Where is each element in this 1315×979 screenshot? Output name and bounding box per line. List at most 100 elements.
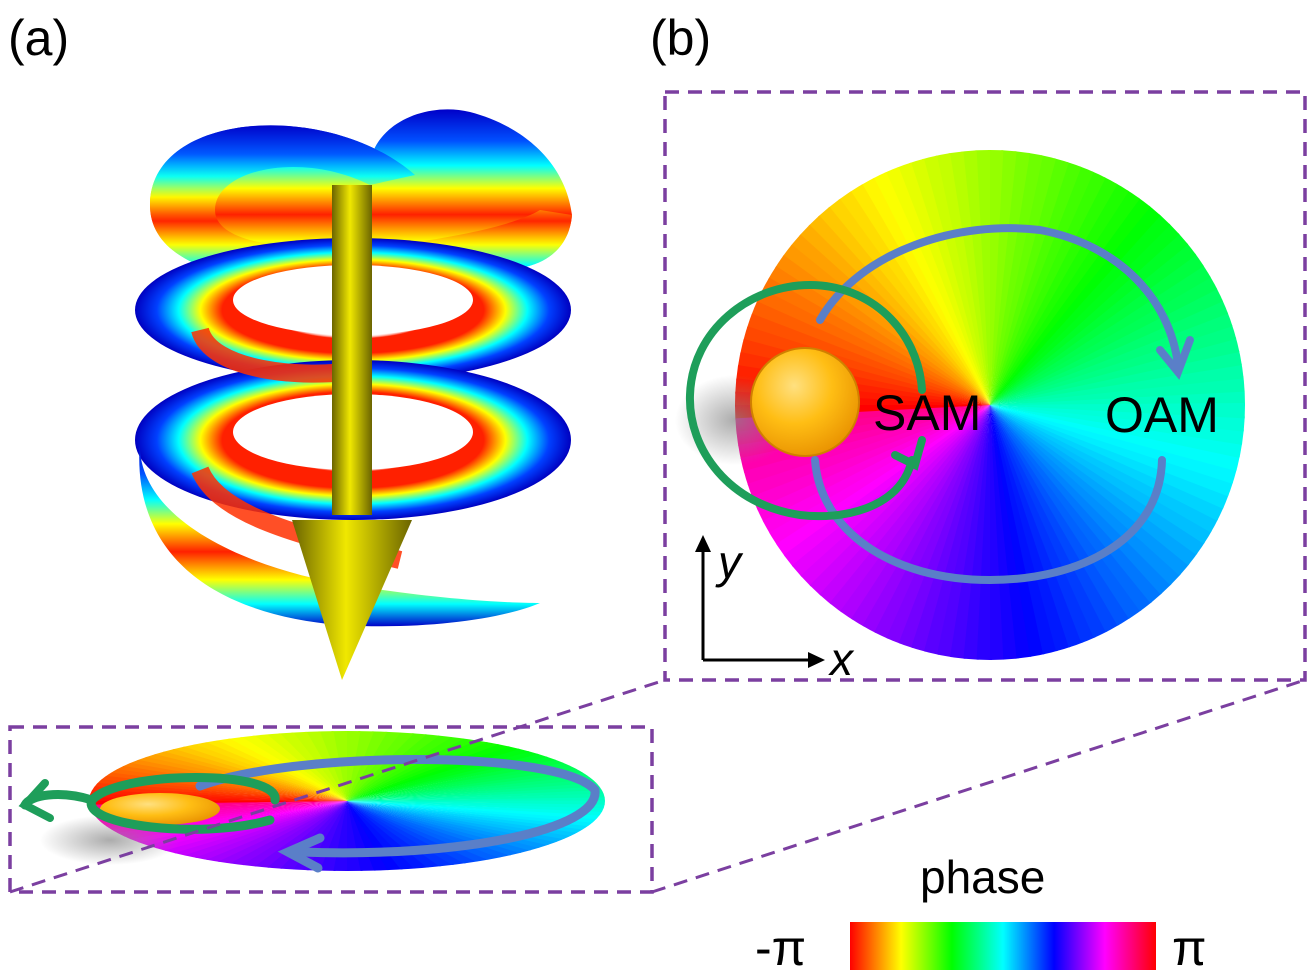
axis-x-label: x — [828, 633, 855, 685]
phase-wedge — [739, 264, 990, 405]
phase-wedge — [975, 405, 993, 660]
phase-wedge — [347, 801, 605, 813]
phase-wedge — [811, 178, 990, 405]
phase-wedge — [259, 801, 347, 871]
phase-wedge — [347, 736, 514, 801]
phase-wedge — [990, 405, 1241, 546]
phase-wedge — [347, 801, 491, 870]
phase-wedge — [990, 405, 1120, 660]
phase-wedge — [317, 801, 347, 871]
phase-wedge — [990, 150, 1020, 405]
phase-wedge — [146, 801, 347, 859]
phase-wedge — [875, 405, 990, 660]
phase-wedge — [347, 769, 605, 801]
phase-wedge — [990, 154, 1131, 405]
phase-wedge — [837, 405, 990, 649]
phase-wedge — [347, 734, 502, 801]
phase-wedge — [990, 238, 1226, 405]
phase-wedge — [990, 262, 1240, 405]
phase-wedge — [990, 405, 1227, 570]
phase-wedge — [990, 405, 1145, 648]
phase-wedge — [990, 150, 1118, 405]
phase-wedge — [990, 288, 1245, 405]
phase-wedge — [990, 405, 1245, 492]
oam-arrow-small — [195, 754, 600, 858]
phase-wedge — [835, 162, 990, 405]
oam-label: OAM — [1105, 387, 1219, 443]
phase-wedge — [990, 405, 1245, 435]
phase-wedge — [347, 801, 605, 809]
phase-wedge — [990, 405, 1245, 449]
phase-wedge — [990, 405, 1133, 655]
phase-wedge — [231, 801, 347, 871]
phase-wedge — [889, 405, 990, 660]
phase-wedge — [245, 801, 347, 871]
phase-wedge — [746, 252, 990, 405]
colorbar-max-label: π — [1172, 920, 1207, 976]
panel-a-label: (a) — [8, 10, 69, 66]
phase-wedge — [990, 195, 1189, 405]
phase-wedge — [987, 150, 1005, 405]
phase-wedge — [347, 800, 605, 805]
axes: y x — [695, 535, 855, 685]
phase-wedge — [990, 405, 1245, 464]
phase-wedge — [990, 405, 1245, 533]
phase-wedge — [990, 226, 1217, 405]
colorbar-min-label: -π — [755, 920, 806, 976]
phase-wedge — [990, 150, 1105, 405]
sam-label: SAM — [873, 385, 981, 441]
phase-wedge — [754, 405, 990, 572]
phase-wedge — [347, 801, 504, 868]
colorbar-title: phase — [920, 851, 1045, 903]
phase-wedge — [990, 405, 1107, 660]
sam-arrow — [685, 280, 926, 521]
phase-wedge — [735, 405, 990, 535]
phase-wedge — [823, 169, 990, 405]
phase-wedge — [347, 740, 537, 801]
phase-wedge — [735, 277, 990, 405]
particle-small — [100, 793, 220, 825]
phase-wedge — [990, 150, 1091, 405]
helix-tail — [139, 440, 540, 627]
phase-wedge — [347, 731, 449, 801]
phase-wedge — [781, 405, 990, 605]
phase-wedge — [990, 150, 1063, 405]
colorbar-gradient — [850, 922, 1156, 970]
phase-wedge — [168, 801, 347, 864]
zoom-box-large — [663, 90, 1307, 682]
phase-wedge — [302, 801, 347, 871]
phase-wedge — [990, 405, 1210, 593]
phase-wedge — [960, 405, 990, 660]
zoom-box-small — [8, 725, 654, 894]
phase-wedge — [747, 405, 990, 560]
phase-wedge — [990, 405, 1200, 604]
phase-wedge — [180, 801, 347, 866]
phase-wedge — [347, 801, 516, 866]
phase-wedge — [791, 405, 990, 615]
phase-wedge — [990, 161, 1143, 405]
phase-wedge — [990, 150, 1034, 405]
phase-wedge — [347, 801, 478, 871]
oam-arrow — [816, 224, 1182, 369]
phase-wedge — [347, 801, 465, 871]
phase-wedge — [990, 405, 1245, 506]
phase-wedge — [347, 731, 476, 801]
phase-wedge — [802, 405, 990, 625]
phase-wedge — [990, 185, 1178, 405]
phase-wedge — [347, 738, 526, 801]
phase-wedge — [860, 150, 990, 405]
phase-wedge — [990, 215, 1208, 405]
phase-wedge — [931, 405, 990, 660]
phase-wedge — [990, 405, 1169, 632]
phase-wedge — [780, 206, 990, 405]
phase-wedge — [735, 405, 990, 522]
phase-wedge — [761, 228, 990, 405]
phase-wedge — [790, 196, 990, 405]
phase-wedge — [990, 405, 1180, 623]
phase-wedge — [813, 405, 990, 634]
phase-wedge — [990, 205, 1199, 405]
phase-wedge — [347, 743, 548, 801]
phase-wedge — [347, 765, 605, 801]
colorbar: phase -π π — [755, 851, 1207, 976]
